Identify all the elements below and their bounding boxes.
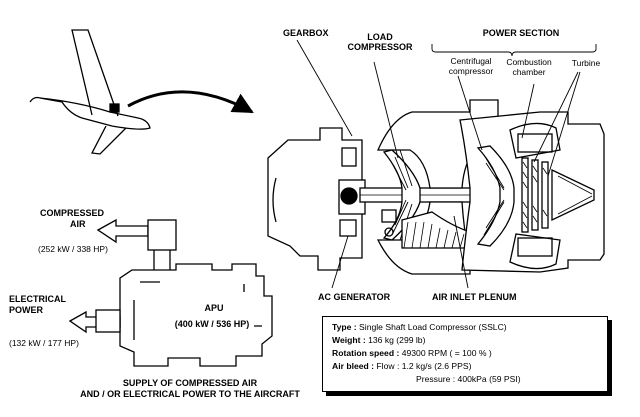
label-air-inlet-plenum: AIR INLET PLENUM: [432, 292, 517, 302]
label-compressed-air-1: COMPRESSED: [40, 208, 105, 218]
label-compressed-air-2: AIR: [70, 219, 86, 229]
label-centrifugal-compressor-1: Centrifugal: [450, 56, 491, 66]
apu-schematic: [68, 218, 273, 367]
spec-type-value: Single Shaft Load Compressor (SSLC): [356, 322, 507, 332]
spec-type-label: Type :: [332, 322, 357, 332]
spec-bleed-value: Flow : 1.2 kg/s (2.6 PPS): [374, 361, 472, 372]
aircraft-tail-sketch: [29, 29, 151, 155]
label-gearbox: GEARBOX: [283, 28, 329, 38]
label-power-section: POWER SECTION: [483, 28, 560, 38]
label-electrical-power-2: POWER: [9, 305, 44, 315]
caption-line-1: SUPPLY OF COMPRESSED AIR: [123, 378, 258, 388]
label-compressed-air-power: (252 kW / 338 HP): [38, 244, 108, 254]
label-apu-power: (400 kW / 536 HP): [175, 319, 250, 329]
spec-weight: Weight : 136 kg (299 lb): [332, 334, 601, 347]
curved-pointer-arrow: [127, 90, 254, 114]
label-combustion-chamber-1: Combustion: [506, 57, 552, 67]
spec-weight-label: Weight :: [332, 335, 366, 346]
spec-type: Type : Single Shaft Load Compressor (SSL…: [332, 321, 601, 334]
caption-line-2: AND / OR ELECTRICAL POWER TO THE AIRCRAF…: [80, 389, 300, 399]
label-turbine: Turbine: [572, 58, 601, 68]
apu-engine-cutaway: [267, 99, 605, 275]
label-load-compressor-2: COMPRESSOR: [347, 42, 413, 52]
specification-box: Type : Single Shaft Load Compressor (SSL…: [322, 316, 608, 392]
spec-weight-value: 136 kg (299 lb): [365, 335, 426, 346]
spec-pressure: Pressure : 400kPa (59 PSI): [332, 373, 601, 386]
label-electrical-power-value: (132 kW / 177 HP): [9, 338, 79, 348]
label-centrifugal-compressor-2: compressor: [449, 66, 494, 76]
label-load-compressor-1: LOAD: [367, 32, 393, 42]
spec-speed: Rotation speed : 49300 RPM ( = 100 % ): [332, 347, 601, 360]
label-apu: APU: [204, 303, 223, 313]
engine-callouts: [296, 39, 597, 289]
label-combustion-chamber-2: chamber: [512, 67, 545, 77]
spec-speed-label: Rotation speed :: [332, 348, 400, 359]
spec-bleed-label: Air bleed :: [332, 361, 375, 372]
spec-pressure-value: Pressure : 400kPa (59 PSI): [416, 374, 521, 385]
spec-bleed: Air bleed : Flow : 1.2 kg/s (2.6 PPS): [332, 360, 601, 373]
label-electrical-power-1: ELECTRICAL: [9, 294, 66, 304]
spec-speed-value: 49300 RPM ( = 100 % ): [399, 348, 492, 359]
label-ac-generator: AC GENERATOR: [318, 292, 391, 302]
